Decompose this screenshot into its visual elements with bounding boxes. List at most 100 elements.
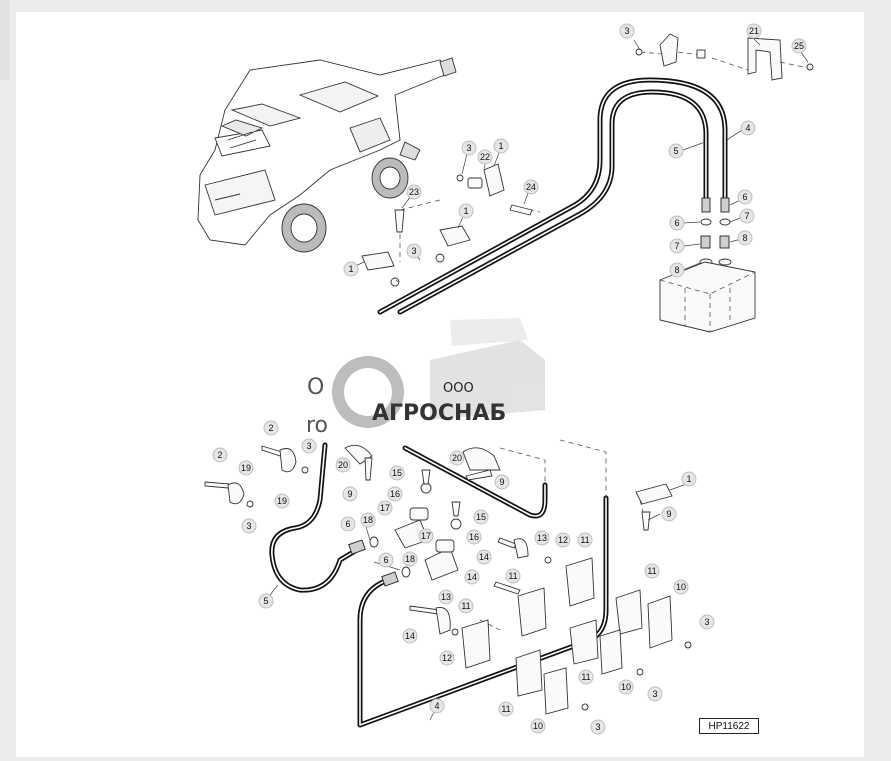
callout-11-d: 11 <box>458 598 474 614</box>
svg-text:20: 20 <box>452 453 462 463</box>
callout-11-f: 11 <box>498 701 514 717</box>
lower-fittings <box>348 469 462 587</box>
svg-text:3: 3 <box>411 246 416 256</box>
figure-id-label: HP11622 <box>699 718 759 734</box>
callout-21: 21 <box>746 23 762 39</box>
svg-text:14: 14 <box>479 552 489 562</box>
callout-11-c: 11 <box>644 563 660 579</box>
svg-text:1: 1 <box>348 264 353 274</box>
svg-text:11: 11 <box>501 704 510 714</box>
svg-text:7: 7 <box>744 211 749 221</box>
svg-text:7: 7 <box>674 241 679 251</box>
svg-text:11: 11 <box>647 566 656 576</box>
callout-3-lower-c: 3 <box>699 614 715 630</box>
callout-9-a: 9 <box>342 486 358 502</box>
callout-6-lower-a: 6 <box>340 516 356 532</box>
callout-6-right: 6 <box>737 189 753 205</box>
svg-text:15: 15 <box>392 468 402 478</box>
svg-text:2: 2 <box>268 423 273 433</box>
svg-text:5: 5 <box>263 596 268 606</box>
callout-13-b: 13 <box>438 589 454 605</box>
svg-text:24: 24 <box>526 182 536 192</box>
svg-text:19: 19 <box>241 463 251 473</box>
svg-text:15: 15 <box>476 512 486 522</box>
svg-text:8: 8 <box>674 265 679 275</box>
callout-9-b: 9 <box>494 474 510 490</box>
svg-text:6: 6 <box>742 192 747 202</box>
svg-text:19: 19 <box>277 496 287 506</box>
callout-10-a: 10 <box>673 579 689 595</box>
svg-text:4: 4 <box>434 701 439 711</box>
hose-clamp-blocks <box>409 483 692 715</box>
svg-text:11: 11 <box>508 571 517 581</box>
agrosnab-watermark <box>332 318 545 428</box>
svg-text:10: 10 <box>621 682 631 692</box>
callout-2-b: 2 <box>212 447 228 463</box>
svg-text:2: 2 <box>217 450 222 460</box>
callout-6-lower-b: 6 <box>378 552 394 568</box>
callout-7-left: 7 <box>669 238 685 254</box>
callout-17-a: 17 <box>377 500 393 516</box>
svg-text:1: 1 <box>686 474 691 484</box>
top-right-brackets <box>635 33 814 81</box>
callout-1-lower: 1 <box>681 471 697 487</box>
combine-harvester-illustration <box>197 57 457 253</box>
callout-10-c: 10 <box>530 718 546 734</box>
lower-hose-5 <box>269 442 363 593</box>
callout-24: 24 <box>523 179 539 195</box>
svg-text:13: 13 <box>537 533 547 543</box>
lower-hose-loop <box>402 445 548 519</box>
svg-text:9: 9 <box>666 509 671 519</box>
watermark-prefix: ООО <box>443 381 474 396</box>
callout-3-upper-a: 3 <box>461 140 477 156</box>
callout-1-upper-c: 1 <box>343 261 359 277</box>
svg-text:10: 10 <box>676 582 686 592</box>
callout-3-upper-b: 3 <box>406 243 422 259</box>
callout-20-b: 20 <box>449 450 465 466</box>
callout-8-left: 8 <box>669 262 685 278</box>
svg-text:4: 4 <box>745 123 750 133</box>
callout-7-right: 7 <box>739 208 755 224</box>
callout-13-a: 13 <box>534 530 550 546</box>
clamp-parts-upper <box>361 163 541 287</box>
callout-15-b: 15 <box>473 509 489 525</box>
callout-25: 25 <box>791 38 807 54</box>
callout-16-a: 16 <box>387 486 403 502</box>
svg-text:10: 10 <box>533 721 543 731</box>
callout-6-left: 6 <box>669 215 685 231</box>
svg-text:18: 18 <box>363 515 373 525</box>
svg-text:23: 23 <box>409 187 419 197</box>
callout-3-lower-e: 3 <box>590 719 606 735</box>
svg-text:3: 3 <box>466 143 471 153</box>
upper-fittings <box>699 197 732 266</box>
callout-15-a: 15 <box>389 465 405 481</box>
callout-3-lower-b: 3 <box>301 438 317 454</box>
svg-text:1: 1 <box>498 141 503 151</box>
callout-23: 23 <box>406 184 422 200</box>
svg-text:16: 16 <box>469 532 479 542</box>
callout-3-lower-a: 3 <box>241 518 257 534</box>
svg-text:3: 3 <box>652 689 657 699</box>
callout-19-a: 19 <box>238 460 254 476</box>
callout-14-b: 14 <box>464 569 480 585</box>
callout-1-upper-a: 1 <box>493 138 509 154</box>
svg-text:17: 17 <box>421 531 431 541</box>
svg-text:9: 9 <box>347 489 352 499</box>
svg-text:16: 16 <box>390 489 400 499</box>
svg-text:1: 1 <box>463 206 468 216</box>
svg-text:21: 21 <box>749 26 759 36</box>
svg-text:14: 14 <box>467 572 477 582</box>
watermark-fragment-2: ro <box>306 413 328 438</box>
valve-block <box>659 261 756 333</box>
upper-hose-5 <box>397 89 709 315</box>
page-edge-strip <box>0 0 10 80</box>
callout-4-top: 4 <box>740 120 756 136</box>
svg-text:13: 13 <box>441 592 451 602</box>
callout-14-a: 14 <box>476 549 492 565</box>
lower-hose-4 <box>357 495 609 728</box>
callout-3-lower-d: 3 <box>647 686 663 702</box>
svg-text:11: 11 <box>580 535 589 545</box>
svg-text:17: 17 <box>380 503 390 513</box>
svg-text:3: 3 <box>704 617 709 627</box>
